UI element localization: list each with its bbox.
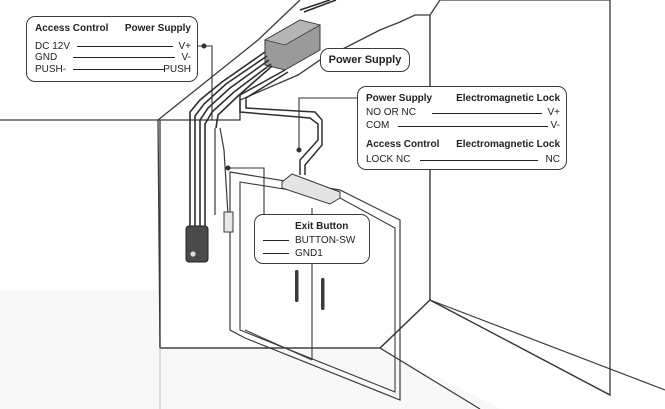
access-reader bbox=[185, 225, 209, 263]
table1-row2-left: GND bbox=[35, 52, 58, 63]
exit-row2-line bbox=[263, 253, 289, 254]
power-supply-label: Power Supply bbox=[320, 48, 410, 72]
table1-row2-right: V- bbox=[181, 52, 191, 63]
table2-s2-header-right: Electromagnetic Lock bbox=[456, 139, 560, 150]
table2-s1-row1-right: V+ bbox=[547, 107, 560, 118]
table2-s1-row1-left: NO OR NC bbox=[366, 107, 416, 118]
exit-row2-label: GND1 bbox=[295, 248, 323, 259]
table1-row3-line bbox=[73, 69, 165, 70]
cable-to-exit bbox=[214, 127, 229, 216]
exit-row1-label: BUTTON-SW bbox=[295, 235, 356, 246]
door-left-bottom bbox=[244, 329, 313, 361]
cable-to-lock bbox=[239, 69, 323, 175]
table1-row2-line bbox=[73, 57, 175, 58]
table1-header-left: Access Control bbox=[35, 23, 109, 34]
right-wall bbox=[429, 0, 611, 397]
table1-row1-left: DC 12V bbox=[35, 41, 71, 52]
exit-button-plate bbox=[223, 211, 234, 233]
ceiling-slab-top bbox=[157, 0, 301, 121]
right-wall-base bbox=[429, 299, 665, 391]
exit-header: Exit Button bbox=[295, 221, 349, 232]
wiring-table-access-to-power: Access Control Power Supply DC 12V V+ GN… bbox=[26, 16, 198, 82]
floor bbox=[0, 290, 500, 409]
table2-s2-row1-right: NC bbox=[545, 154, 560, 165]
leader-lines bbox=[194, 43, 360, 218]
table1-row1-line bbox=[77, 46, 173, 47]
door-frame-outer bbox=[229, 171, 401, 401]
table2-s2-row1-left: LOCK NC bbox=[366, 154, 411, 165]
floor-front-edge-2 bbox=[379, 347, 481, 409]
table2-s1-header-left: Power Supply bbox=[366, 93, 433, 104]
reader-indicator bbox=[190, 251, 196, 257]
table2-s2-row1-line bbox=[420, 160, 538, 161]
table1-header-right: Power Supply bbox=[124, 23, 191, 34]
table2-s1-row2-line bbox=[398, 126, 548, 127]
table1-row3-left: PUSH- bbox=[35, 64, 67, 75]
table1-row3-right: PUSH bbox=[163, 64, 191, 75]
table2-s1-row2-right: V- bbox=[550, 120, 560, 131]
table2-s1-row1-line bbox=[432, 113, 542, 114]
power-supply-top bbox=[263, 19, 322, 46]
wiring-table-lock: Power Supply Electromagnetic Lock NO OR … bbox=[357, 86, 567, 170]
em-lock bbox=[281, 173, 341, 205]
table1-row1-right: V+ bbox=[178, 41, 191, 52]
table2-s1-header-right: Electromagnetic Lock bbox=[456, 93, 560, 104]
exit-button-table: Exit Button BUTTON-SW GND1 bbox=[254, 214, 370, 264]
table2-s1-row2-left: COM bbox=[366, 120, 390, 131]
table2-s2-header-left: Access Control bbox=[366, 139, 440, 150]
exit-row1-line bbox=[263, 240, 289, 241]
cable-bundle bbox=[189, 0, 337, 230]
door-handle-left bbox=[295, 270, 299, 302]
door-handle-right bbox=[321, 278, 325, 310]
